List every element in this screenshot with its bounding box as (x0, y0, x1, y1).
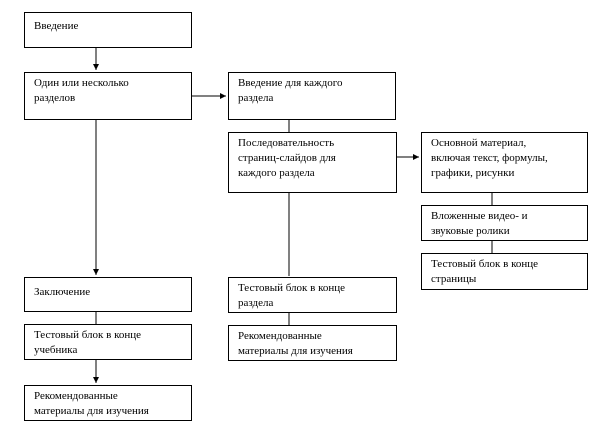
box-section-intro: Введение для каждого раздела (228, 72, 396, 120)
box-textbook-test: Тестовый блок в конце учебника (24, 324, 192, 360)
box-intro: Введение (24, 12, 192, 48)
box-slide-sequence: Последовательность страниц-слайдов для к… (228, 132, 397, 193)
box-final-recommended: Рекомендованные материалы для изучения (24, 385, 192, 421)
box-section-recommended: Рекомендованные материалы для изучения (228, 325, 397, 361)
box-main-material: Основной материал, включая текст, формул… (421, 132, 588, 193)
box-page-test: Тестовый блок в конце страницы (421, 253, 588, 290)
box-conclusion: Заключение (24, 277, 192, 312)
box-sections: Один или несколько разделов (24, 72, 192, 120)
box-section-test: Тестовый блок в конце раздела (228, 277, 397, 313)
box-embedded-media: Вложенные видео- и звуковые ролики (421, 205, 588, 241)
